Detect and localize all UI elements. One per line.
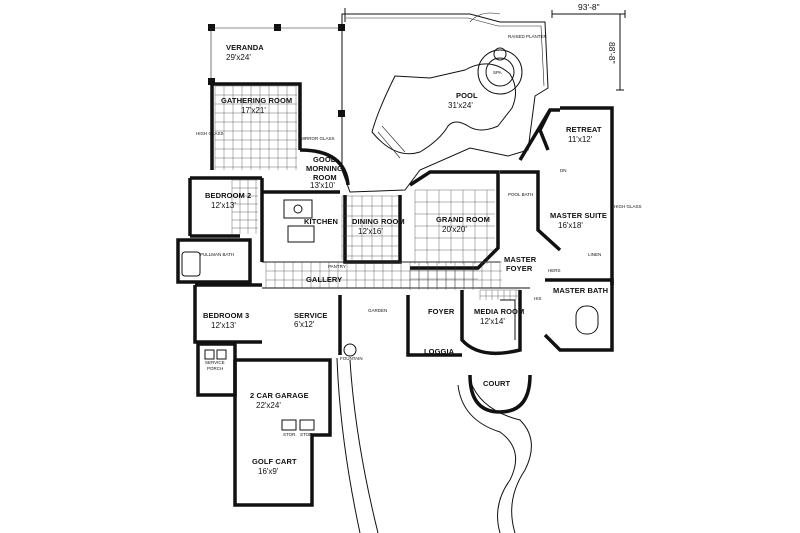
storage-label-2: STOR. xyxy=(300,432,314,437)
gallery-label: GALLERY xyxy=(306,275,342,284)
bedroom-3-dim: 12'x13' xyxy=(211,321,236,330)
linen-label: LINEN xyxy=(588,252,601,257)
dn-label: DN xyxy=(560,168,567,173)
foyer-label: FOYER xyxy=(428,307,455,316)
golf-cart-dim: 16'x9' xyxy=(258,467,279,476)
overall-dimensions: 93'-8" 88'-8" xyxy=(551,2,626,91)
hers-label: HERS xyxy=(548,268,561,273)
morning-room-dim: 13'x10' xyxy=(310,181,335,190)
media-room-label: MEDIA ROOM xyxy=(474,307,524,316)
kitchen-label: KITCHEN xyxy=(304,217,338,226)
veranda-columns xyxy=(208,24,345,117)
gathering-room-label: GATHERING ROOM xyxy=(221,96,292,105)
storage-label-1: STOR. xyxy=(283,432,297,437)
morning-room-label-1: GOOD xyxy=(313,155,337,164)
pantry-label: PANTRY xyxy=(328,264,346,269)
spa-label: SPA xyxy=(493,70,502,75)
master-bath-label: MASTER BATH xyxy=(553,286,608,295)
high-glass-left-label: HIGH GLASS xyxy=(196,131,224,136)
tile-grids xyxy=(214,85,520,300)
garden-label: GARDEN xyxy=(368,308,387,313)
service-dim: 6'x12' xyxy=(294,320,315,329)
service-porch-label-1: SERVICE xyxy=(205,360,225,365)
site-lines xyxy=(336,8,549,533)
high-glass-right-label: HIGH GLASS xyxy=(614,204,642,209)
garage-dim: 22'x24' xyxy=(256,401,281,410)
service-porch-label-2: PORCH xyxy=(207,366,223,371)
master-foyer-label-1: MASTER xyxy=(504,255,537,264)
master-tub xyxy=(575,305,599,335)
spa-outline xyxy=(477,49,523,95)
dining-room-dim: 12'x16' xyxy=(358,227,383,236)
veranda-dim: 29'x24' xyxy=(226,53,251,62)
retreat-label: RETREAT xyxy=(566,125,602,134)
pool-label: POOL xyxy=(456,91,478,100)
kitchen-island xyxy=(283,199,313,219)
master-suite-label: MASTER SUITE xyxy=(550,211,607,220)
gathering-room-dim: 17'x21' xyxy=(241,106,266,115)
golf-cart-label: GOLF CART xyxy=(252,457,297,466)
depth-dimension: 88'-8" xyxy=(607,42,617,64)
bedroom-2-dim: 12'x13' xyxy=(211,201,236,210)
bedroom-2-label: BEDROOM 2 xyxy=(205,191,251,200)
pool-bath-label: POOL BATH xyxy=(508,192,533,197)
grand-room-label: GRAND ROOM xyxy=(436,215,490,224)
morning-room-label-3: ROOM xyxy=(313,173,337,182)
media-room-dim: 12'x14' xyxy=(480,317,505,326)
walls xyxy=(176,24,614,507)
width-dimension: 93'-8" xyxy=(578,2,600,12)
bathtub xyxy=(181,251,201,277)
garage-label: 2 CAR GARAGE xyxy=(250,391,309,400)
mirror-glass-label: MIRROR GLASS xyxy=(300,136,335,141)
fountain-basin xyxy=(343,343,357,357)
fountain-label: FOUNTAIN xyxy=(340,356,363,361)
veranda-label: VERANDA xyxy=(226,43,264,52)
pullman-bath-label: PULLMAN BATH xyxy=(200,252,234,257)
pool-dim: 31'x24' xyxy=(448,101,473,110)
court-label: COURT xyxy=(483,379,510,388)
loggia-label: LOGGIA xyxy=(424,347,455,356)
morning-room-label-2: MORNING xyxy=(306,164,343,173)
service-label: SERVICE xyxy=(294,311,328,320)
master-suite-dim: 16'x18' xyxy=(558,221,583,230)
bedroom-3-label: BEDROOM 3 xyxy=(203,311,249,320)
raised-planter-label: RAISED PLANTER xyxy=(508,34,548,39)
small-labels: RAISED PLANTER SPA HIGH GLASS MIRROR GLA… xyxy=(196,34,642,437)
master-foyer-label-2: FOYER xyxy=(506,264,533,273)
retreat-dim: 11'x12' xyxy=(568,135,593,144)
his-label: HIS xyxy=(534,296,542,301)
room-labels: VERANDA 29'x24' GATHERING ROOM 17'x21' G… xyxy=(200,43,608,476)
fixtures xyxy=(181,199,599,431)
grand-room-dim: 20'x20' xyxy=(442,225,467,234)
dining-room-label: DINING ROOM xyxy=(352,217,405,226)
